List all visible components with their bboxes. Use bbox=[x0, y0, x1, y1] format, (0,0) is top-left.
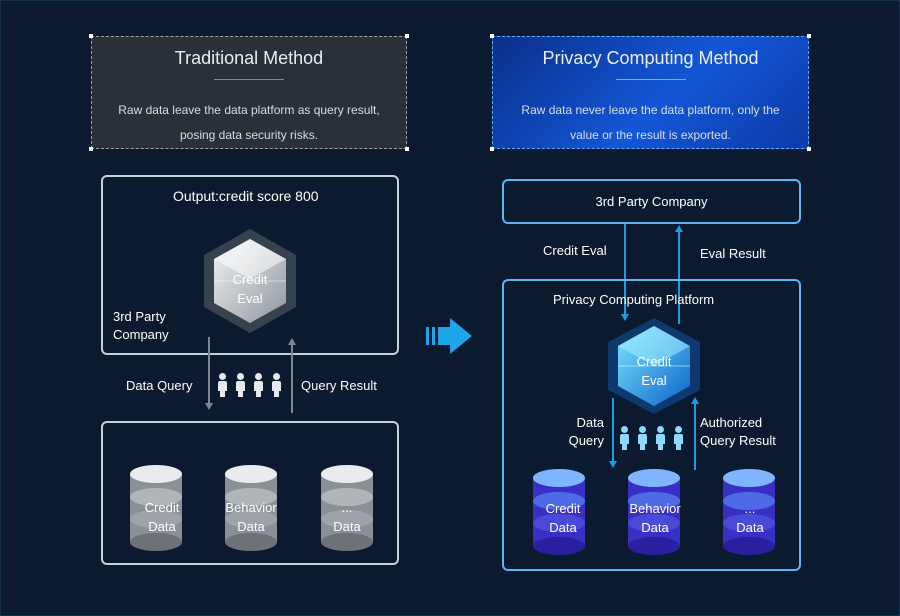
description-line: value or the result is exported. bbox=[570, 128, 731, 142]
company-label: 3rd Party Company bbox=[113, 309, 169, 342]
other-data-label: ... Data bbox=[310, 498, 384, 536]
output-label: Output:credit score 800 bbox=[173, 188, 319, 204]
privacy-method-description: Raw data never leave the data platform, … bbox=[503, 98, 798, 148]
cube-label-line: Eval bbox=[641, 373, 667, 388]
query-result-arrow bbox=[291, 345, 293, 413]
behavior-data-label: Behavior Data bbox=[618, 499, 692, 537]
label-line: Authorized bbox=[700, 415, 763, 430]
selection-handle bbox=[807, 34, 811, 38]
db-label-line: Credit bbox=[144, 500, 180, 515]
person-icon bbox=[254, 373, 263, 397]
arrow-head-down-icon bbox=[609, 461, 617, 468]
db-label-line: ... bbox=[341, 500, 353, 515]
credit-data-label: Credit Data bbox=[125, 498, 199, 536]
traditional-method-card: Traditional Method Raw data leave the da… bbox=[91, 36, 407, 149]
db-label-line: Data bbox=[736, 520, 764, 535]
company-label-line: 3rd Party bbox=[113, 309, 166, 324]
data-query-arrow bbox=[612, 398, 614, 462]
transition-arrow-icon bbox=[426, 318, 472, 354]
eval-result-label: Eval Result bbox=[700, 246, 766, 261]
database-icon bbox=[321, 465, 373, 551]
database-icon bbox=[723, 469, 775, 555]
selection-handle bbox=[807, 147, 811, 151]
title-divider bbox=[214, 79, 284, 80]
db-label-line: Data bbox=[549, 520, 577, 535]
db-label-line: Data bbox=[148, 519, 176, 534]
selection-handle bbox=[490, 147, 494, 151]
arrow-head-up-icon bbox=[675, 225, 683, 232]
data-platform-panel bbox=[101, 421, 399, 565]
other-data-label: ... Data bbox=[713, 499, 787, 537]
label-line: Data bbox=[576, 415, 604, 430]
privacy-method-title: Privacy Computing Method bbox=[542, 48, 759, 68]
authorized-query-result-label: Authorized Query Result bbox=[700, 415, 776, 448]
credit-eval-cube-label: Credit Eval bbox=[606, 352, 702, 390]
label-line: Query Result bbox=[700, 433, 776, 448]
selection-handle bbox=[490, 34, 494, 38]
selection-handle bbox=[405, 34, 409, 38]
query-result-label: Query Result bbox=[301, 378, 377, 393]
authorized-result-arrow bbox=[694, 404, 696, 470]
privacy-computing-method-card: Privacy Computing Method Raw data never … bbox=[492, 36, 809, 149]
person-icon bbox=[638, 426, 647, 450]
credit-eval-cube-label: Credit Eval bbox=[202, 270, 298, 308]
behavior-data-label: Behavior Data bbox=[214, 498, 288, 536]
cube-label-line: Eval bbox=[237, 291, 263, 306]
person-icon bbox=[272, 373, 281, 397]
data-query-label: Data Query bbox=[126, 378, 193, 393]
db-label-line: Data bbox=[333, 519, 361, 534]
credit-data-label: Credit Data bbox=[526, 499, 600, 537]
person-icon bbox=[674, 426, 683, 450]
cube-label-line: Credit bbox=[636, 354, 672, 369]
person-icon bbox=[620, 426, 629, 450]
db-label-line: Data bbox=[641, 520, 669, 535]
credit-eval-cube-icon bbox=[204, 229, 296, 333]
selection-handle bbox=[89, 147, 93, 151]
credit-eval-label: Credit Eval bbox=[543, 243, 607, 258]
arrow-head-up-icon bbox=[691, 397, 699, 404]
database-icon bbox=[130, 465, 182, 551]
privacy-computing-platform-panel bbox=[502, 279, 801, 571]
description-line: Raw data leave the data platform as quer… bbox=[118, 103, 380, 117]
traditional-method-description: Raw data leave the data platform as quer… bbox=[102, 98, 396, 148]
db-label-line: Behavior bbox=[225, 500, 277, 515]
traditional-method-title: Traditional Method bbox=[174, 48, 324, 68]
eval-result-arrow bbox=[678, 232, 680, 324]
db-label-line: Credit bbox=[545, 501, 581, 516]
database-icon bbox=[225, 465, 277, 551]
description-line: Raw data never leave the data platform, … bbox=[521, 103, 780, 117]
company-label-line: Company bbox=[113, 327, 169, 342]
platform-label: Privacy Computing Platform bbox=[553, 292, 715, 307]
third-party-company-label: 3rd Party Company bbox=[595, 194, 708, 209]
third-party-company-panel bbox=[101, 175, 399, 355]
person-icon bbox=[656, 426, 665, 450]
db-label-line: Behavior bbox=[629, 501, 681, 516]
db-label-line: ... bbox=[744, 501, 756, 516]
person-icon bbox=[218, 373, 227, 397]
data-query-label: Data Query bbox=[566, 415, 604, 448]
credit-eval-arrow bbox=[624, 224, 626, 316]
database-icon bbox=[533, 469, 585, 555]
cube-label-line: Credit bbox=[232, 272, 268, 287]
arrow-head-up-icon bbox=[288, 338, 296, 345]
selection-handle bbox=[405, 147, 409, 151]
data-query-arrow bbox=[208, 337, 210, 403]
title-divider bbox=[615, 79, 686, 80]
credit-eval-cube-icon bbox=[608, 318, 700, 414]
db-label-line: Data bbox=[237, 519, 265, 534]
third-party-company-box bbox=[502, 179, 801, 224]
description-line: posing data security risks. bbox=[179, 128, 319, 142]
selection-handle bbox=[89, 34, 93, 38]
database-icon bbox=[628, 469, 680, 555]
label-line: Query bbox=[568, 433, 604, 448]
person-icon bbox=[236, 373, 245, 397]
arrow-head-down-icon bbox=[621, 314, 629, 321]
arrow-head-down-icon bbox=[205, 403, 213, 410]
